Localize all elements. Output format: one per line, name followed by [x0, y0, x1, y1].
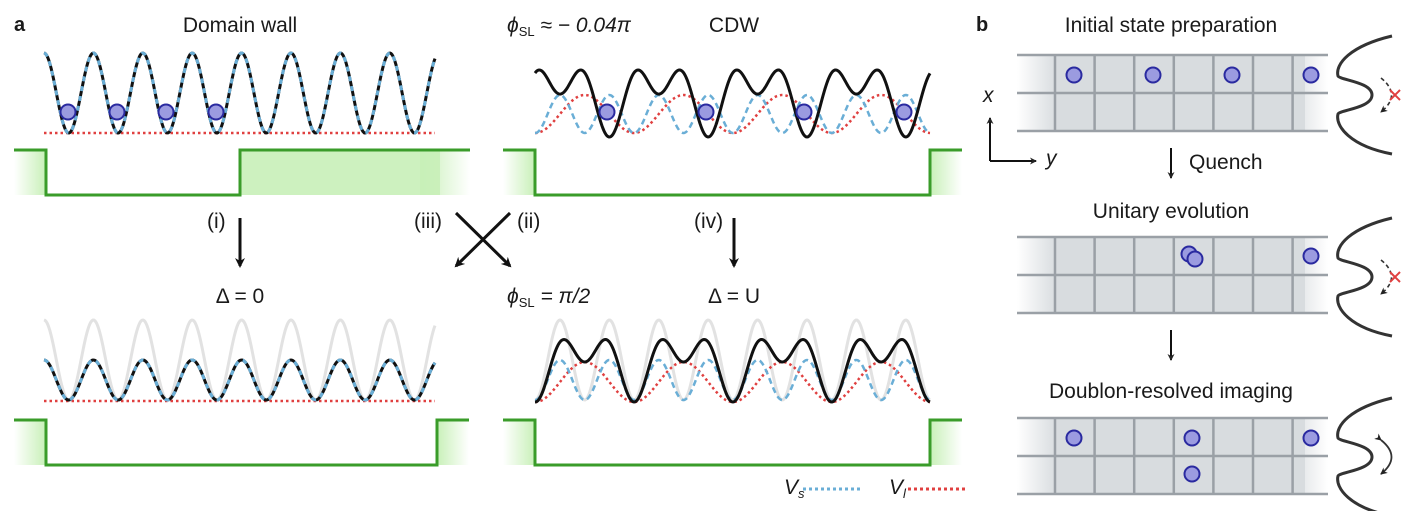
atom [795, 103, 813, 121]
blocked-cross-icon [1389, 89, 1401, 101]
arrow-iv-label: (iv) [694, 210, 724, 233]
atom [697, 103, 715, 121]
delta-u-potential [534, 318, 931, 404]
cdw-potential [533, 68, 932, 139]
delta-u-title: Δ = U [708, 285, 760, 308]
lattice-grid-imaging [1017, 416, 1328, 496]
domain-wall-title: Domain wall [182, 14, 298, 37]
double-well-open [1336, 396, 1393, 511]
arrow-i-label: (i) [207, 210, 226, 233]
lattice-grid-evolution [1017, 235, 1328, 315]
step-unitary-evolution: Unitary evolution [1092, 200, 1250, 223]
cdw-title: CDW [708, 14, 760, 37]
atom [1183, 429, 1201, 447]
atom [108, 103, 126, 121]
vs-line [43, 358, 437, 402]
delta-zero-potential [43, 318, 437, 403]
atom [1183, 465, 1201, 483]
arrow-iii-label: (iii) [414, 210, 442, 233]
panel-b-label: b [976, 14, 989, 36]
total-potential-line [533, 68, 932, 139]
double-well-curve [1336, 216, 1393, 338]
domain-wall-box-potential [14, 148, 470, 197]
tunneling-arrow [1374, 433, 1393, 475]
double-well-blocked-1 [1336, 34, 1401, 156]
half-pi-phase-label: ϕSL = π/2 [507, 285, 591, 310]
cdw-box-potential [503, 148, 962, 197]
atom [1302, 66, 1320, 84]
reference-potential-line [43, 318, 437, 402]
tunneling-arrow [1380, 259, 1393, 295]
panel-a-label: a [14, 14, 26, 36]
atom [1302, 247, 1320, 265]
legend-vl-label: Vl [889, 476, 906, 501]
vs-line [534, 358, 931, 402]
atom [207, 103, 225, 121]
legend-vs-label: Vs [784, 476, 805, 501]
atom [1144, 66, 1162, 84]
atom [1302, 429, 1320, 447]
step-doublon-imaging: Doublon-resolved imaging [1049, 380, 1293, 403]
arrow-ii-label: (ii) [517, 210, 541, 233]
arrow-ii [454, 211, 512, 268]
atom [598, 103, 616, 121]
atom [157, 103, 175, 121]
axis-x-label: x [983, 84, 994, 107]
domain-wall-potential [43, 51, 437, 135]
blocked-cross-icon [1389, 271, 1401, 283]
atom [1223, 66, 1241, 84]
atom [59, 103, 77, 121]
total-potential-line [534, 337, 931, 404]
lattice-grid-initial [1017, 53, 1328, 133]
step-initial-state: Initial state preparation [1064, 14, 1278, 37]
atom [895, 103, 913, 121]
atom [1065, 66, 1083, 84]
vs-line [534, 93, 931, 135]
delta-zero-box-potential [14, 418, 469, 467]
atom [1186, 250, 1204, 268]
axis-y-label: y [1046, 147, 1057, 170]
atom [1065, 429, 1083, 447]
delta-u-box-potential [503, 418, 962, 467]
tunneling-arrow [1380, 77, 1393, 113]
vs-line [43, 51, 437, 135]
double-well-curve [1336, 396, 1393, 511]
double-well-curve [1336, 34, 1393, 156]
xy-axes [986, 117, 1037, 165]
quench-label: Quench [1189, 151, 1263, 174]
cdw-phase-label: ϕSL ≈ − 0.04π [507, 14, 631, 39]
double-well-blocked-2 [1336, 216, 1401, 338]
delta-zero-title: Δ = 0 [215, 285, 265, 308]
